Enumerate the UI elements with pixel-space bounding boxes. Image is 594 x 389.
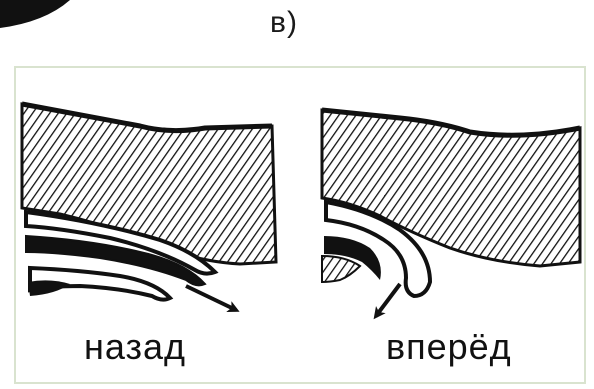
right-scale-hatched [322,256,360,282]
right-direction-arrow [376,284,400,316]
caption-forward: вперёд [386,326,512,368]
left-direction-arrow [186,286,236,310]
caption-backward: назад [84,326,186,368]
right-panel [322,110,580,316]
left-panel [22,104,276,310]
